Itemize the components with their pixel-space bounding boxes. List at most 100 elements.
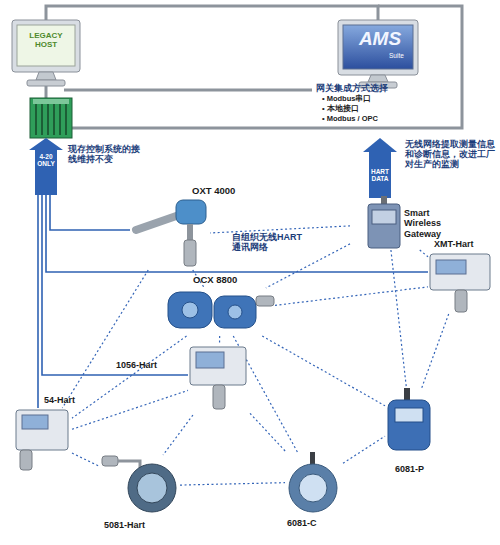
transmitter-display <box>137 473 167 503</box>
signal-wire <box>50 195 130 230</box>
wireless-link <box>72 453 100 467</box>
monitor-frame <box>338 20 418 75</box>
adapter-conduit <box>118 461 140 468</box>
wireless-link <box>422 314 449 388</box>
connector <box>343 436 385 463</box>
analyzer-window <box>182 302 198 318</box>
wireless-link <box>219 336 220 345</box>
device-node: 54-Hart <box>14 408 72 470</box>
wireless-link <box>62 270 148 408</box>
monitor-stand <box>36 72 56 80</box>
wireless-adapter <box>184 240 196 266</box>
connector <box>72 453 100 467</box>
connector <box>72 390 188 429</box>
wireless-link <box>72 390 188 429</box>
connector <box>163 415 193 455</box>
node-label: LEGACY HOST <box>18 31 74 49</box>
wireless-link <box>210 226 350 233</box>
note-text: 无线网络提取测量信息和诊断信息，改进工厂对生产的监测 <box>405 140 499 169</box>
device-antenna <box>310 452 315 465</box>
connector <box>262 336 385 406</box>
edge-label: HART DATA <box>368 168 392 183</box>
connector <box>46 195 428 272</box>
connector <box>266 244 350 288</box>
transmitter-body <box>430 254 490 290</box>
connector <box>42 195 188 375</box>
signal-wire <box>46 195 428 272</box>
connector <box>391 250 406 388</box>
io-card-slots <box>36 101 66 135</box>
probe-neck <box>187 224 193 240</box>
monitor-screen <box>17 25 75 66</box>
connector <box>420 250 428 257</box>
device-node: 6081-P <box>385 388 435 452</box>
connector <box>72 336 187 418</box>
connector <box>363 138 397 198</box>
network-bus <box>64 89 312 92</box>
signal-wire <box>37 195 39 408</box>
io-card <box>30 98 72 138</box>
wireless-link <box>180 483 285 485</box>
bullet-item: • Modbus / OPC <box>322 115 378 124</box>
transmitter-display <box>436 260 466 274</box>
monitor-frame <box>12 20 80 72</box>
network-label: 自组织无线HART通讯网络 <box>232 232 308 253</box>
analyzer-body <box>190 347 246 385</box>
device-node: OCX 8800 <box>165 288 275 336</box>
node-label: 6081-C <box>287 518 317 528</box>
network-bus <box>72 6 462 128</box>
device-node: XMT-Hart <box>428 252 492 314</box>
connector <box>275 287 428 305</box>
wireless-link <box>420 250 428 257</box>
wireless-link <box>391 250 406 388</box>
wireless-adapter <box>256 296 274 306</box>
data-arrow <box>369 152 391 198</box>
node-label: 54-Hart <box>44 395 75 405</box>
node-label: 6081-P <box>395 464 424 474</box>
wireless-link <box>72 336 187 418</box>
wireless-link <box>266 244 350 288</box>
wireless-adapter <box>20 450 32 470</box>
monitor-stand <box>368 75 388 82</box>
node-label: XMT-Hart <box>434 239 474 249</box>
wireless-adapter <box>455 290 467 312</box>
wireless-adapter <box>102 456 118 466</box>
node-label: Suite <box>389 52 404 59</box>
probe-head <box>176 200 206 224</box>
device-node: 6081-C <box>285 452 343 512</box>
node-label: 5081-Hart <box>104 520 145 530</box>
transmitter-display <box>299 474 327 502</box>
node-label: AMS <box>343 28 417 50</box>
wireless-link <box>163 415 193 455</box>
node-label: Smart Wireless Gateway <box>404 208 452 239</box>
connector <box>250 413 286 452</box>
bullet-item: • Modbus串口 <box>322 95 371 104</box>
network-bus <box>45 86 48 98</box>
device-node: 1056-Hart <box>188 345 250 415</box>
connector <box>62 270 148 408</box>
transmitter-display <box>395 408 423 422</box>
io-card-top <box>33 99 69 104</box>
computer-node: LEGACY HOST <box>10 18 82 195</box>
integration-heading: 网关集成方式选择 <box>316 84 388 94</box>
transmitter-body <box>388 400 430 450</box>
analyzer-body <box>16 410 68 450</box>
arrow-head <box>363 138 397 152</box>
gateway-body <box>368 204 400 248</box>
device-node: 5081-Hart <box>100 455 180 517</box>
network-bus <box>46 6 378 20</box>
wireless-adapter <box>213 385 225 409</box>
signal-label: 4-20 ONLY <box>34 153 58 168</box>
node-label: OCX 8800 <box>193 275 237 286</box>
gateway-node: Smart Wireless Gateway <box>350 198 426 250</box>
node-label: 1056-Hart <box>116 360 157 370</box>
signal-wire <box>42 195 188 375</box>
device-node: OXT 4000 <box>130 200 210 270</box>
analyzer-window <box>228 305 242 319</box>
wireless-link <box>275 287 428 305</box>
transmitter-body <box>289 464 337 512</box>
